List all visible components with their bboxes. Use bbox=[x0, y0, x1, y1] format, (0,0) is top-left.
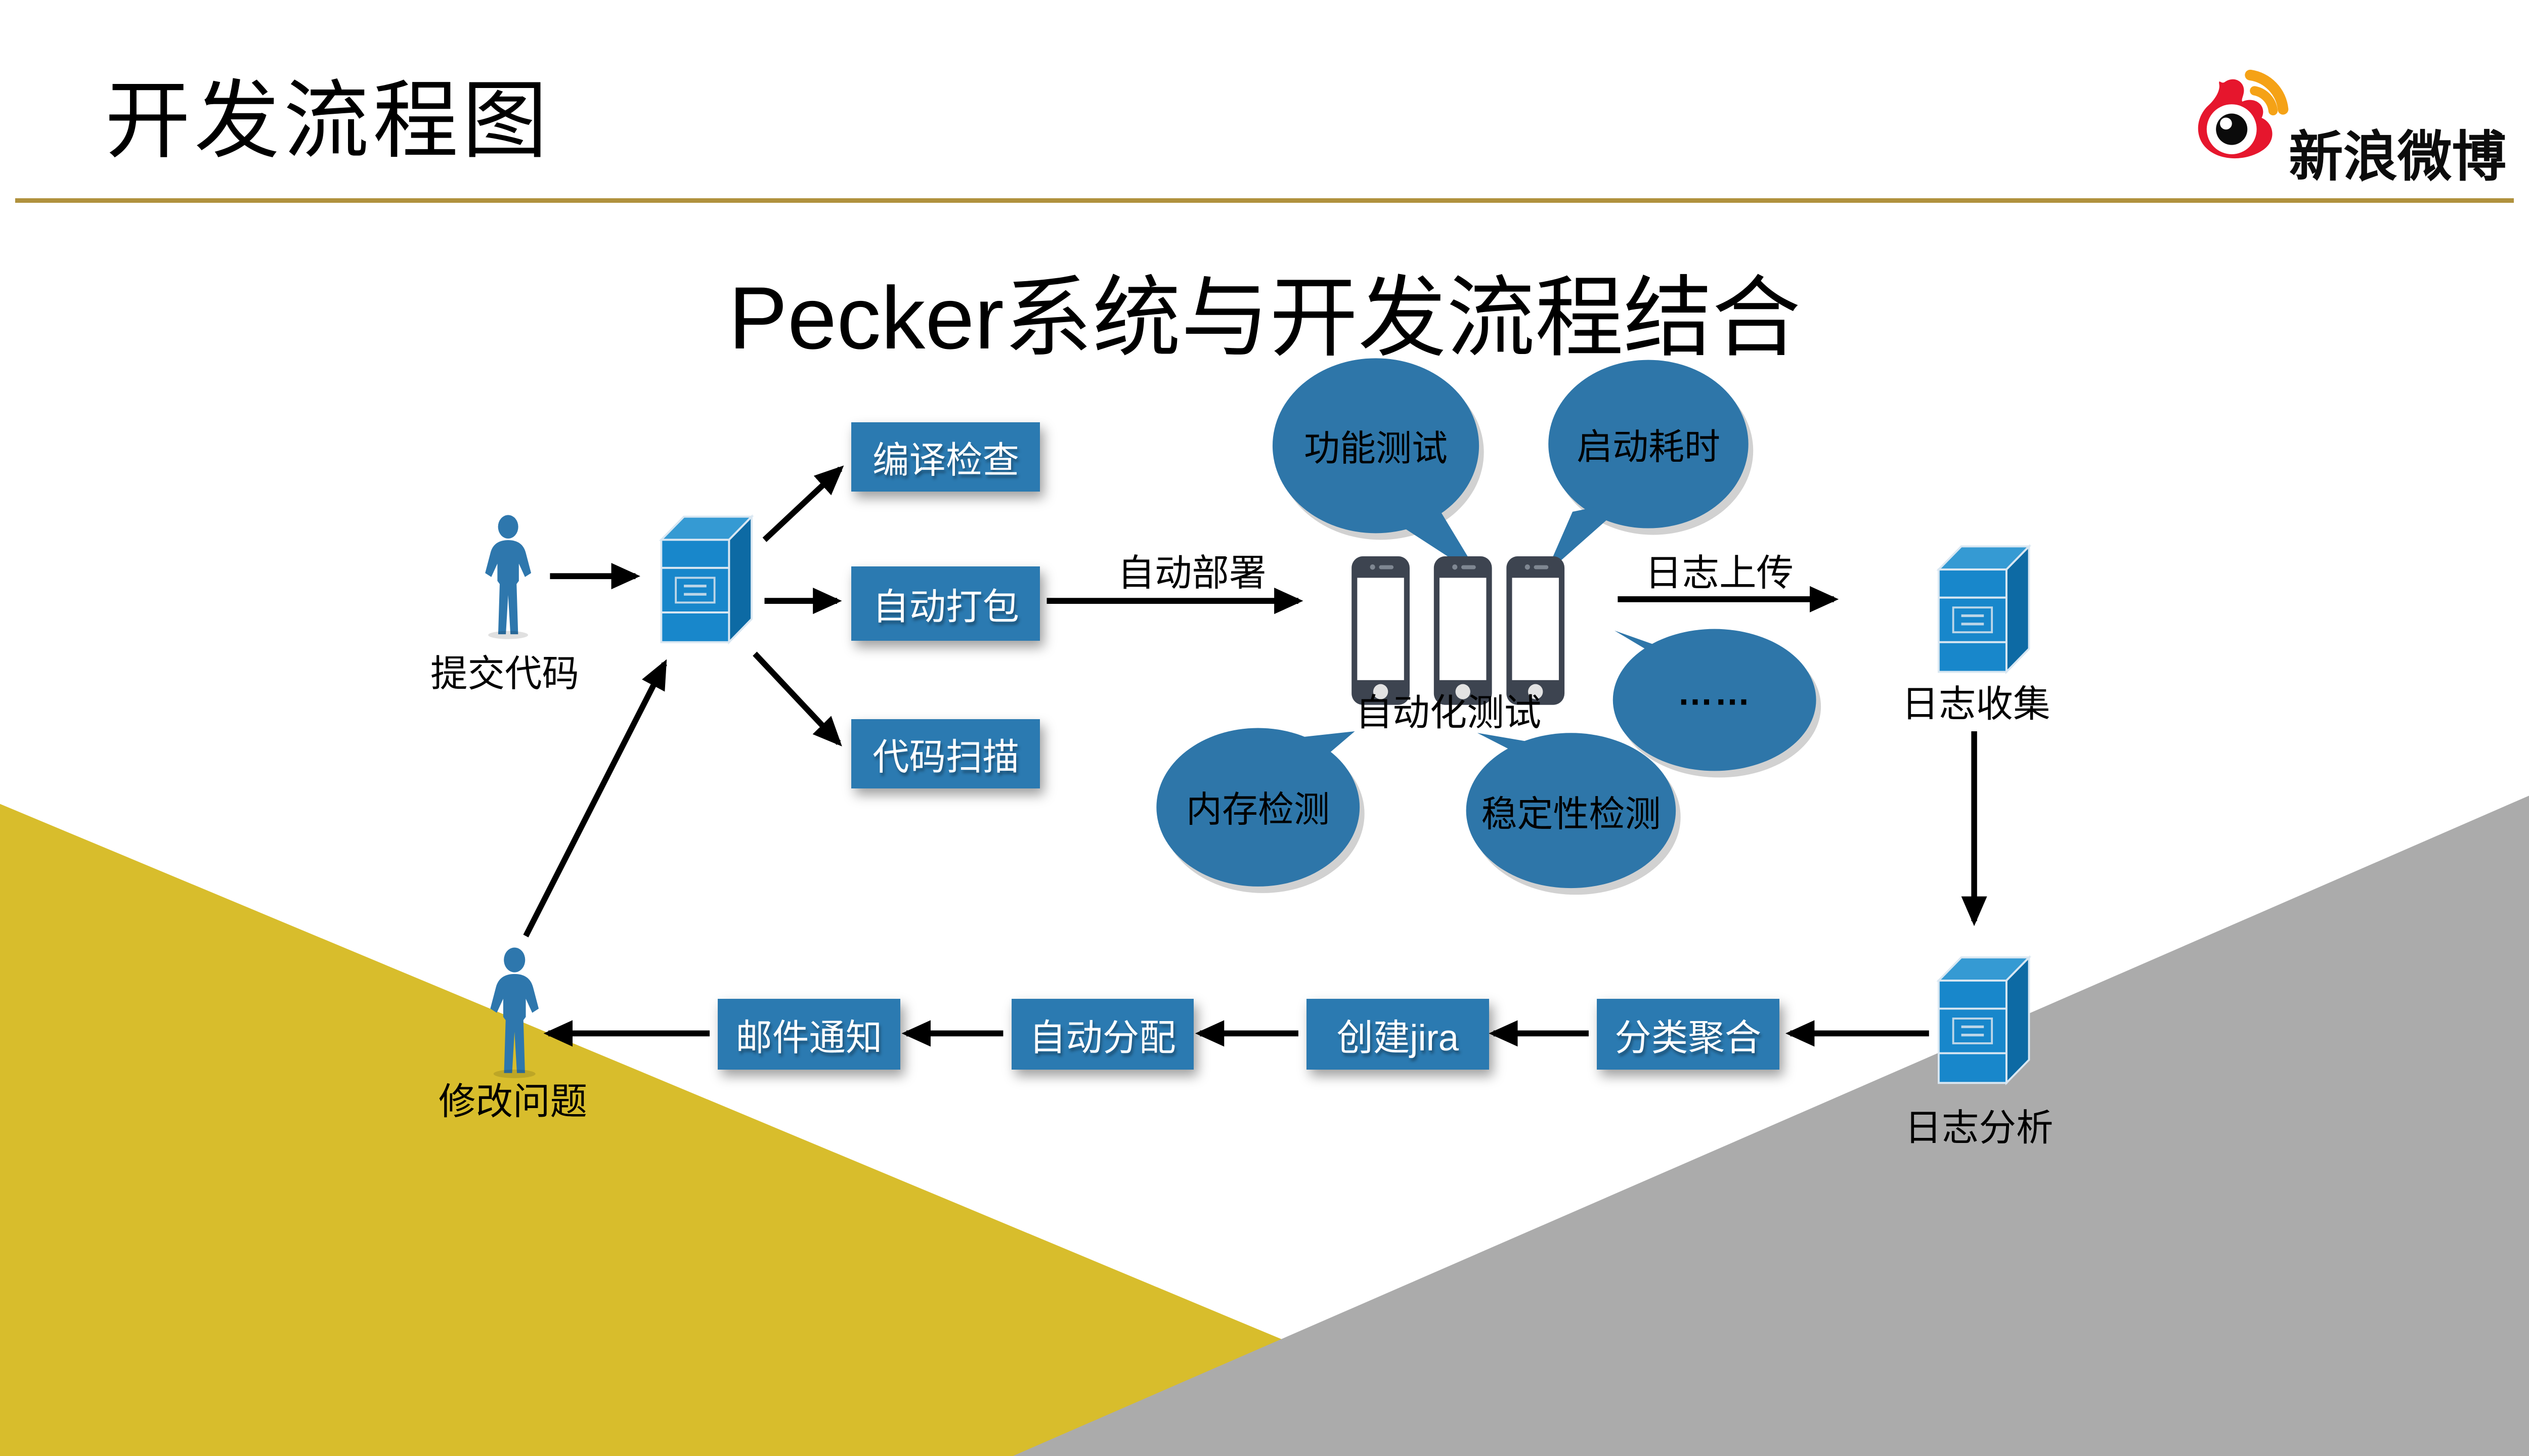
speech-bubble-stability-check bbox=[1466, 733, 1681, 895]
log-analyze-server-icon bbox=[1939, 957, 2029, 1083]
speech-bubble-function-test bbox=[1272, 358, 1484, 578]
label-log-upload: 日志上传 bbox=[1645, 551, 1794, 594]
bubble-text-stability-check: 稳定性检测 bbox=[1481, 794, 1661, 834]
speech-bubble-memory-check bbox=[1156, 728, 1365, 893]
bubble-text-more: …… bbox=[1677, 673, 1752, 713]
bubble-text-memory-check: 内存检测 bbox=[1186, 789, 1330, 830]
flow-box-code-scan: 代码扫描 bbox=[851, 719, 1040, 789]
speech-bubble-startup-time bbox=[1545, 360, 1754, 575]
flow-box-compile-check: 编译检查 bbox=[851, 422, 1040, 492]
flow-box-auto-package: 自动打包 bbox=[851, 566, 1040, 641]
flow-box-create-jira: 创建jira bbox=[1306, 998, 1489, 1070]
log-collect-server-icon bbox=[1939, 546, 2029, 672]
weibo-logo-icon bbox=[2198, 69, 2289, 158]
yellow-triangle-decoration bbox=[0, 804, 1561, 1456]
flow-box-classify-aggregate: 分类聚合 bbox=[1597, 998, 1779, 1070]
label-auto-test: 自动化测试 bbox=[1355, 691, 1542, 734]
page-title: 开发流程图 bbox=[105, 72, 551, 168]
slide-heading: Pecker系统与开发流程结合 bbox=[728, 269, 1801, 368]
bubble-text-startup-time: 启动耗时 bbox=[1576, 427, 1721, 468]
title-divider-line bbox=[15, 198, 2514, 203]
label-log-analyze: 日志分析 bbox=[1904, 1106, 2054, 1149]
weibo-logo-text: 新浪微博 bbox=[2289, 126, 2507, 187]
flow-arrows bbox=[523, 465, 1987, 1047]
gray-triangle-decoration bbox=[1013, 796, 2529, 1456]
flow-box-mail-notify: 邮件通知 bbox=[718, 998, 900, 1070]
label-log-collect: 日志收集 bbox=[1901, 682, 2051, 725]
label-fix-issue: 修改问题 bbox=[439, 1080, 587, 1122]
label-submit-code: 提交代码 bbox=[430, 652, 579, 694]
bubble-text-function-test: 功能测试 bbox=[1303, 428, 1448, 469]
build-server-icon bbox=[661, 517, 752, 642]
speech-bubbles bbox=[1156, 358, 1821, 895]
label-auto-deploy: 自动部署 bbox=[1117, 551, 1267, 594]
flow-box-auto-assign: 自动分配 bbox=[1011, 998, 1194, 1070]
developer-person-icon bbox=[485, 515, 532, 639]
speech-bubble-more bbox=[1612, 629, 1821, 778]
